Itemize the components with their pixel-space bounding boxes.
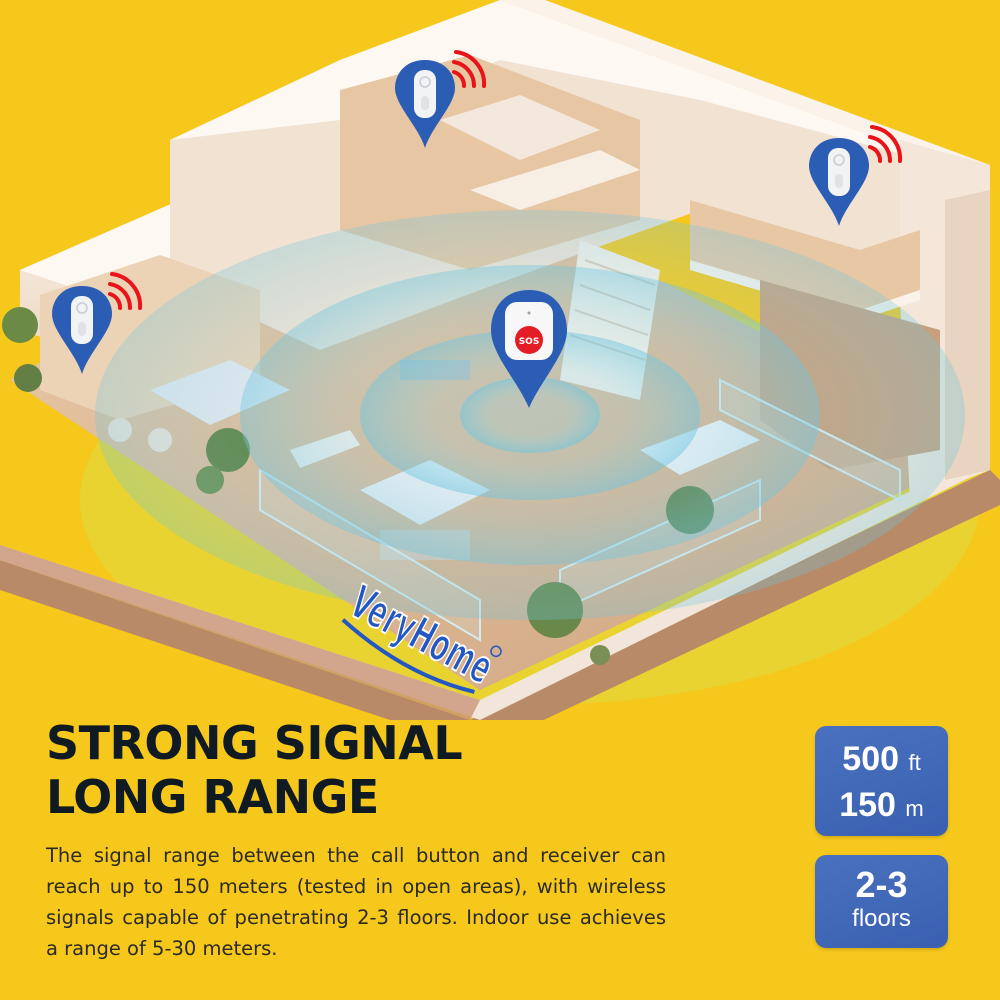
description-text: The signal range between the call button…	[46, 844, 666, 960]
range-feet-value: 500	[842, 740, 900, 778]
headline-line-1: STRONG SIGNAL	[46, 716, 463, 770]
house-illustration: SOS VeryHome	[0, 0, 1000, 720]
range-meters-unit: m	[905, 796, 924, 821]
receiver-pin-icon	[809, 138, 869, 226]
floors-badge: 2-3 floors	[815, 855, 948, 948]
floors-label: floors	[852, 905, 911, 932]
receiver-pin-icon	[52, 286, 112, 374]
range-meters: 150 m	[815, 784, 948, 830]
receiver-pin-icon	[395, 60, 455, 148]
svg-text:SOS: SOS	[519, 337, 540, 347]
signal-coverage-rings	[95, 210, 965, 620]
signal-waves-icon	[108, 272, 143, 310]
signal-waves-icon	[868, 125, 903, 163]
headline-line-2: LONG RANGE	[46, 770, 379, 824]
range-badge: 500 ft 150 m	[815, 726, 948, 836]
range-feet-unit: ft	[908, 750, 921, 775]
range-feet: 500 ft	[815, 738, 948, 784]
floors-value: 2-3	[855, 864, 908, 905]
sos-call-button-icon: SOS	[491, 290, 567, 408]
range-meters-value: 150	[839, 786, 896, 824]
signal-waves-icon	[452, 50, 487, 88]
headline: STRONG SIGNAL LONG RANGE	[46, 716, 463, 824]
